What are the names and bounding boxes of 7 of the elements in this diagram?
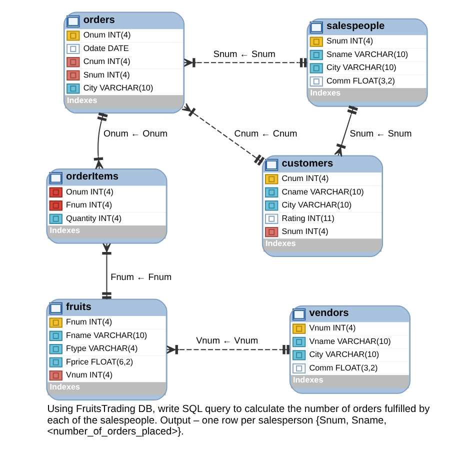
- edge-label: Fnum ← Fnum: [110, 272, 172, 282]
- edge-label: Vnum ← Vnum: [196, 336, 258, 346]
- edge-label: Snum ← Snum: [213, 48, 276, 59]
- caption: Using FruitsTrading DB, write SQL query to calculate the number of orders fulfilled by each of the salespeople. Output – one row per salesperson {Snum, Sname, <number_of_orders_placed>}.: [47, 404, 430, 438]
- edge-label: Onum ← Onum: [103, 128, 168, 139]
- edge-label: Snum ← Snum: [350, 128, 412, 139]
- edge-label: Cnum ← Cnum: [234, 128, 298, 139]
